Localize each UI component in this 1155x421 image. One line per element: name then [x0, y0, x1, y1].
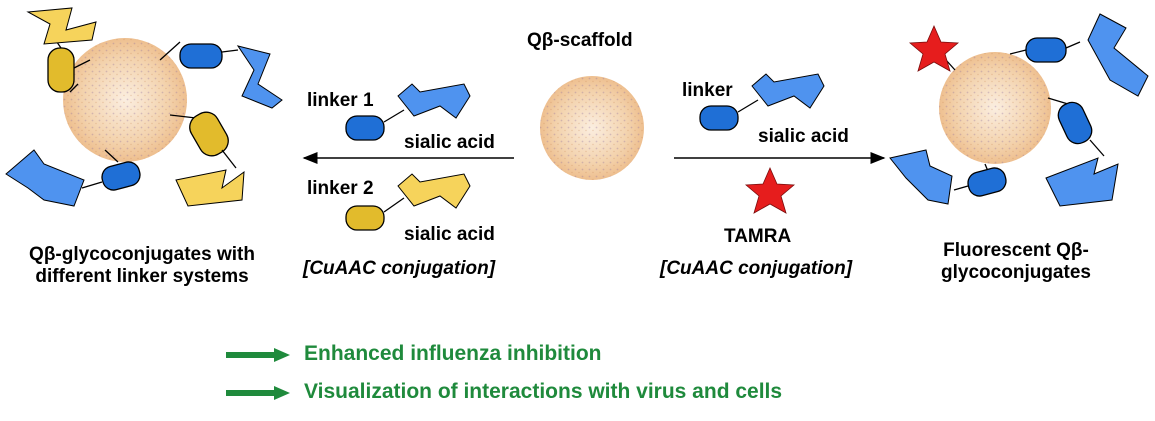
right-product-conjugate	[889, 13, 1149, 207]
linker-label: linker	[682, 80, 733, 101]
sialic-shape-right	[751, 73, 825, 109]
sialic-blue-left-1	[236, 45, 283, 109]
sialic-blue-left-2	[5, 149, 85, 207]
sialic1-shape	[397, 83, 471, 119]
linker-shape	[699, 105, 739, 131]
tamra-label: TAMRA	[724, 226, 792, 247]
tamra-star-icon	[744, 167, 796, 214]
sialic-label-right: sialic acid	[758, 126, 849, 147]
right-conjugation-label: [CuAAC conjugation]	[660, 258, 853, 279]
scaffold-title: Qβ-scaffold	[527, 30, 633, 51]
sialic-yellow-left-2	[175, 169, 245, 207]
linker2-shape	[345, 205, 385, 231]
linker1-label: linker 1	[307, 90, 374, 111]
tamra-star-conjugated-icon	[908, 25, 960, 72]
linker2-label: linker 2	[307, 178, 374, 199]
yellow-linker-left-1	[47, 47, 75, 93]
right-product-caption-1: Fluorescent Qβ-	[943, 240, 1089, 261]
left-conjugation-label: [CuAAC conjugation]	[303, 258, 496, 279]
right-product-caption-2: glycoconjugates	[941, 262, 1091, 283]
left-product-conjugate	[5, 7, 283, 207]
sialic-blue-right-2	[1045, 157, 1119, 207]
outcome-2: Visualization of interactions with virus…	[304, 380, 783, 403]
blue-linker-right-2	[1057, 101, 1093, 145]
outcome-arrows	[226, 348, 290, 400]
blue-linker-left-2	[101, 161, 141, 191]
sialic-blue-right-1	[1087, 13, 1149, 97]
left-product-caption-1: Qβ-glycoconjugates with	[29, 244, 255, 265]
qbeta-scaffold	[540, 76, 644, 180]
blue-linker-left-1	[179, 43, 223, 69]
sialic2-shape	[397, 173, 471, 209]
right-reagents	[674, 73, 886, 214]
left-product-caption-2: different linker systems	[35, 266, 249, 287]
left-reagents	[302, 83, 514, 231]
linker1-shape	[345, 115, 385, 141]
yellow-linker-left-2	[189, 111, 229, 157]
sialic2-label: sialic acid	[404, 224, 495, 245]
sialic-yellow-left-1	[26, 7, 97, 45]
blue-linker-right-3	[967, 167, 1007, 197]
outcome-1: Enhanced influenza inhibition	[304, 342, 602, 365]
sialic-blue-right-3	[889, 149, 953, 205]
sialic1-label: sialic acid	[404, 132, 495, 153]
blue-linker-right-1	[1025, 37, 1067, 63]
